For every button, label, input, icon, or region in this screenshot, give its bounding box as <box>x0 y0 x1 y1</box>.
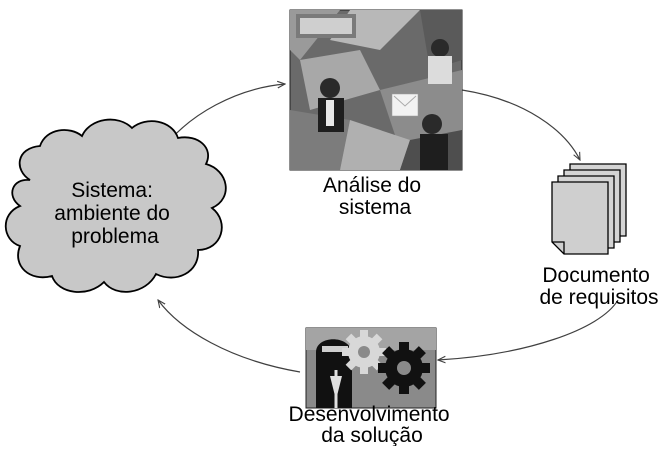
cloud-label: Sistema: ambiente do problema <box>54 179 175 248</box>
arrow-document-to-development <box>438 299 619 360</box>
gear-icon-dark <box>378 342 430 394</box>
arrow-analysis-to-document <box>461 89 580 160</box>
development-clipart <box>305 327 437 409</box>
arrow-development-to-cloud <box>158 300 301 373</box>
analysis-label: Análise do sistema <box>323 174 427 219</box>
gear-icon-light <box>342 330 386 374</box>
cycle-arrows <box>158 84 619 373</box>
development-label: Desenvolvimento da solução <box>289 403 456 446</box>
meeting-clipart <box>289 9 463 171</box>
document-label: Documento de requisitos <box>539 264 658 309</box>
document-stack-icon <box>551 163 627 255</box>
cloud-shape <box>4 118 227 293</box>
